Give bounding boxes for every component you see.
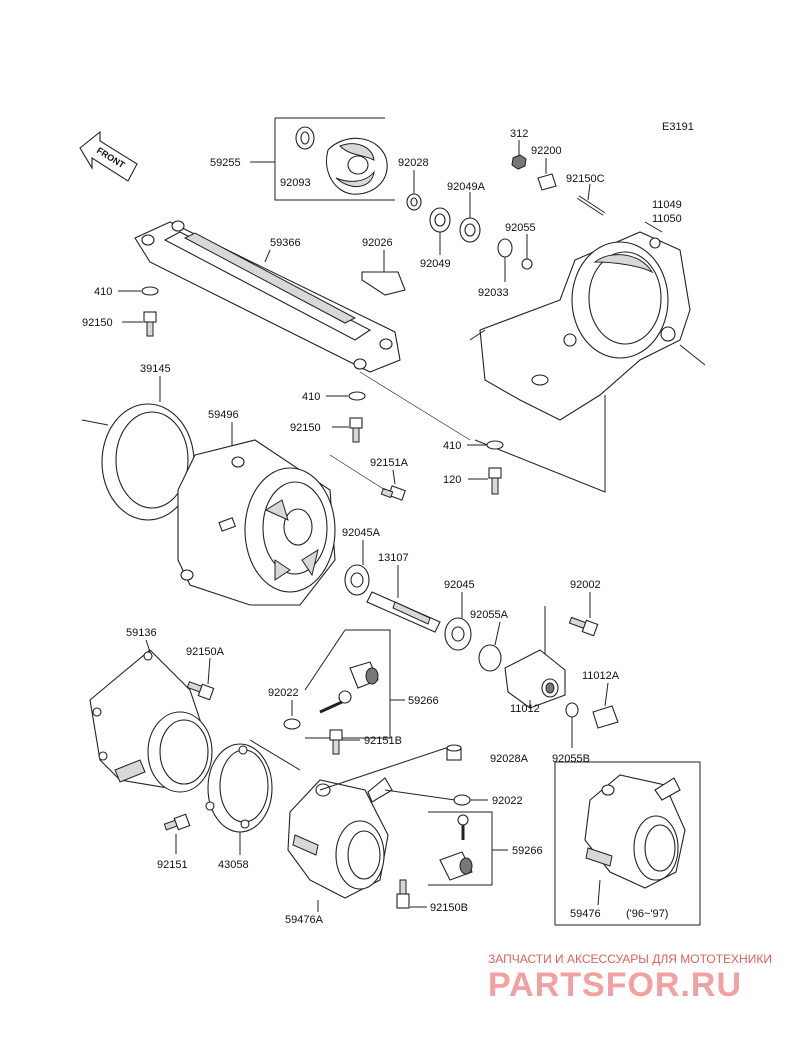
bolt-92150b: [396, 879, 410, 909]
bolt-92150-a: [143, 311, 157, 337]
plate-92200: [537, 173, 557, 191]
label-59366: 59366: [270, 237, 301, 249]
label-92045: 92045: [444, 579, 475, 591]
label-11049: 11049: [652, 199, 682, 211]
label-410-a: 410: [94, 286, 112, 298]
washer-92022-a: [283, 718, 301, 730]
pump-plate-59366: [134, 220, 401, 373]
nozzle-59476: [584, 774, 686, 889]
label-11012: 11012: [510, 703, 540, 715]
label-43058: 43058: [218, 859, 249, 871]
label-92200: 92200: [531, 145, 562, 157]
inset-box: [554, 761, 701, 926]
watermark-tagline: ЗАПЧАСТИ И АКСЕССУАРЫ ДЛЯ МОТОТЕХНИКИ: [488, 952, 772, 966]
watermark-logo: ЗАПЧАСТИ И АКСЕССУАРЫ ДЛЯ МОТОТЕХНИКИ PA…: [488, 952, 772, 1004]
label-11012a: 11012A: [582, 670, 620, 682]
bearing-92045: [444, 617, 472, 651]
stud-92150c: [576, 195, 606, 216]
ring-43058: [205, 743, 273, 833]
plug-11012a: [592, 705, 619, 729]
label-59266-a: 59266: [408, 695, 439, 707]
label-92151: 92151: [157, 859, 188, 871]
bolt-92150a: [186, 681, 215, 701]
ring-39145: [101, 403, 195, 521]
label-410-c: 410: [443, 440, 461, 452]
bushing-top: [446, 744, 462, 761]
label-13107: 13107: [378, 552, 409, 564]
cap-11012: [504, 649, 566, 709]
pump-cover-11049: [469, 231, 706, 421]
bolt-92151b: [329, 729, 343, 755]
washer-410-c: [486, 440, 504, 450]
nozzle-group-59266-b: [428, 811, 508, 886]
label-92022-a: 92022: [268, 687, 299, 699]
label-92055-top: 92055: [505, 222, 536, 234]
bolt-92002: [568, 616, 599, 637]
label-59476a: 59476A: [285, 914, 324, 926]
label-92028a: 92028A: [490, 753, 529, 765]
impeller-part: [326, 137, 388, 195]
label-92150-b: 92150: [290, 422, 321, 434]
nozzle-group-59266-a: [304, 629, 405, 739]
label-39145: 39145: [140, 363, 171, 375]
label-410-b: 410: [302, 391, 320, 403]
circlip-92033: [497, 238, 513, 258]
label-92049a: 92049A: [447, 181, 486, 193]
front-arrow-icon: FRONT: [79, 130, 138, 182]
washer-92022-b: [453, 794, 471, 806]
label-312: 312: [510, 128, 528, 140]
label-years: ('96~'97): [626, 908, 668, 920]
label-92049: 92049: [420, 258, 451, 270]
label-59476: 59476: [570, 908, 601, 920]
label-92045a: 92045A: [342, 527, 381, 539]
ball-joint-b: [457, 814, 469, 840]
bolt-92151a: [380, 485, 406, 501]
diagram-code: E3191: [662, 121, 694, 133]
label-92055a: 92055A: [470, 609, 509, 621]
washer-410-b: [348, 391, 366, 401]
bolt-92151: [163, 813, 191, 831]
oring-92055a: [478, 644, 502, 672]
oring-92055b: [565, 702, 579, 718]
nozzle-59476a: [287, 777, 393, 899]
label-92150-a: 92150: [82, 317, 113, 329]
housing-59136: [89, 649, 213, 793]
label-92150c: 92150C: [566, 173, 605, 185]
part-number-labels: 59255 92093 92028 312 92200 92150C 11049…: [82, 128, 682, 926]
nut-312: [511, 154, 527, 170]
label-92151a: 92151A: [370, 457, 409, 469]
label-59136: 59136: [126, 627, 157, 639]
oring-92055: [521, 258, 533, 270]
small-parts-top: [406, 140, 606, 282]
label-92055b: 92055B: [552, 753, 590, 765]
bolt-92150-b: [349, 417, 363, 443]
label-92026: 92026: [362, 237, 393, 249]
pump-case-59496: [177, 439, 336, 606]
label-92151b: 92151B: [364, 735, 402, 747]
impeller-group: [250, 117, 395, 201]
label-59266-b: 59266: [512, 845, 543, 857]
washer-410-a: [141, 286, 159, 296]
label-59496: 59496: [208, 409, 239, 421]
label-92150a: 92150A: [186, 646, 225, 658]
plate-92026: [361, 271, 406, 296]
shaft-13107: [366, 591, 441, 633]
label-120: 120: [443, 474, 461, 486]
label-92028: 92028: [398, 157, 429, 169]
label-11050: 11050: [652, 213, 682, 225]
label-92002: 92002: [570, 579, 601, 591]
ball-joint-a: [319, 690, 352, 714]
bearing-92045a: [344, 564, 370, 596]
label-92150b: 92150B: [430, 902, 468, 914]
label-59255: 59255: [210, 157, 241, 169]
watermark-brand: PARTSFOR.RU: [488, 966, 742, 1004]
label-92033: 92033: [478, 287, 509, 299]
label-92022-b: 92022: [492, 795, 523, 807]
bolt-120: [488, 467, 502, 495]
label-92093: 92093: [280, 177, 311, 189]
